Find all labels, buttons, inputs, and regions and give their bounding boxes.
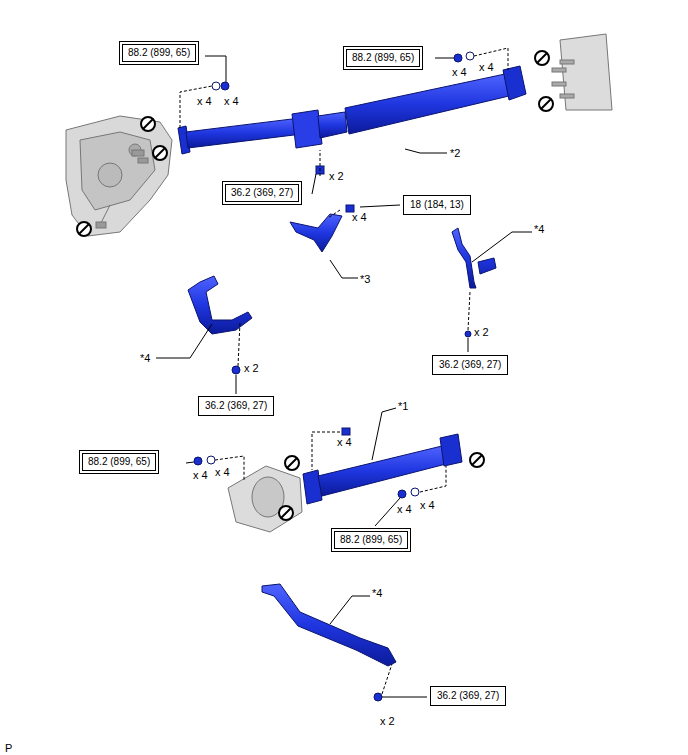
quantity-label: x 4: [224, 95, 239, 107]
torque-spec-box: 88.2 (899, 65): [79, 450, 159, 474]
quantity-label: x 2: [244, 362, 259, 374]
no-reuse-symbols: [77, 51, 553, 520]
callout-number: *3: [360, 273, 370, 285]
callout-number: *4: [140, 352, 150, 364]
torque-value: 88.2 (899, 65): [352, 52, 414, 64]
transfer-case: [66, 116, 172, 236]
quantity-label: x 4: [397, 503, 412, 515]
callout-number: *4: [534, 223, 544, 235]
propeller-shaft-lower: [303, 434, 462, 504]
torque-value: 88.2 (899, 65): [128, 47, 190, 59]
torque-value: 88.2 (899, 65): [88, 456, 150, 468]
leader-lines: [156, 56, 532, 697]
torque-value: 36.2 (369, 27): [439, 359, 501, 371]
quantity-label: P: [5, 742, 12, 754]
torque-spec-box: 88.2 (899, 65): [343, 46, 423, 70]
strap-4-left: [188, 276, 252, 334]
quantity-label: x 2: [474, 326, 489, 338]
quantity-label: x 4: [452, 66, 467, 78]
quantity-label: x 4: [337, 436, 352, 448]
propeller-shaft-upper: [178, 66, 526, 154]
dashed-guide-lines: [180, 48, 508, 694]
quantity-label: x 4: [352, 211, 367, 223]
torque-value: 36.2 (369, 27): [437, 690, 499, 702]
callout-number: *4: [372, 587, 382, 599]
torque-spec-box: 36.2 (369, 27): [432, 355, 508, 375]
bar-4-bottom: [262, 584, 396, 666]
torque-value: 18 (184, 13): [410, 199, 464, 211]
torque-value: 36.2 (369, 27): [205, 400, 267, 412]
torque-value: 88.2 (899, 65): [340, 534, 402, 546]
quantity-label: x 4: [197, 95, 212, 107]
quantity-label: x 4: [479, 61, 494, 73]
torque-spec-box: 88.2 (899, 65): [119, 41, 199, 65]
torque-spec-box: 36.2 (369, 27): [222, 181, 302, 205]
strap-4-right: [452, 228, 496, 288]
bracket-3: [290, 214, 342, 252]
rear-differential-hub: [552, 34, 612, 110]
torque-spec-box: 36.2 (369, 27): [430, 686, 506, 706]
quantity-label: x 4: [215, 466, 230, 478]
quantity-label: x 2: [329, 170, 344, 182]
torque-spec-box: 88.2 (899, 65): [331, 528, 411, 552]
torque-spec-box: 18 (184, 13): [403, 195, 471, 215]
fasteners: [194, 52, 474, 701]
front-differential: [228, 466, 302, 532]
callout-number: *1: [398, 400, 408, 412]
quantity-label: x 4: [420, 499, 435, 511]
callout-number: *2: [450, 147, 460, 159]
quantity-label: x 2: [380, 715, 395, 727]
torque-spec-box: 36.2 (369, 27): [198, 396, 274, 416]
quantity-label: x 4: [193, 469, 208, 481]
torque-value: 36.2 (369, 27): [231, 187, 293, 199]
